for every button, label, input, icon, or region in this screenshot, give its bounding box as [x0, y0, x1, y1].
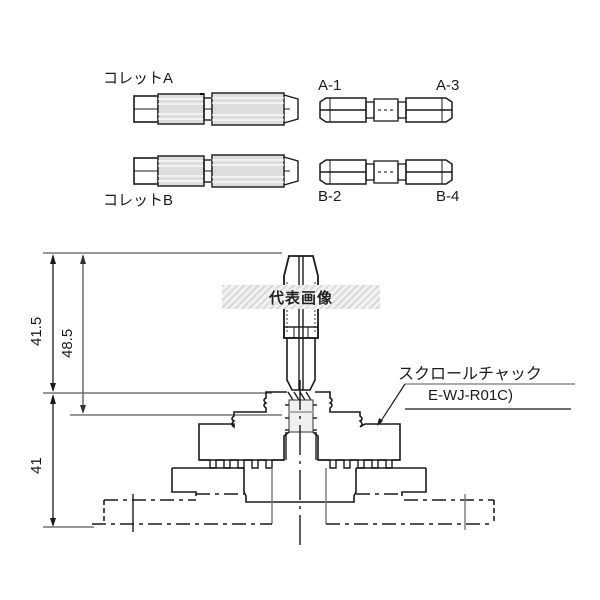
collet-a-label: コレットA: [103, 70, 174, 87]
scroll-chuck-drawing: [92, 391, 495, 532]
dimension-48-5: 48.5: [59, 328, 76, 358]
dimension-41-5: 41.5: [28, 316, 45, 346]
pin-b4-label: B-4: [436, 188, 460, 205]
collet-stem-drawing: [283, 255, 319, 433]
pin-a3-label: A-3: [436, 77, 460, 94]
collet-b-drawing: [133, 154, 299, 188]
watermark-text: 代表画像: [268, 288, 333, 307]
pin-a-drawing: [319, 97, 453, 123]
pin-a1-label: A-1: [318, 77, 342, 94]
collet-b-label: コレットB: [103, 192, 174, 209]
callout-name: スクロールチャック: [398, 366, 542, 383]
callout-leader: [377, 383, 575, 426]
callout-model: E-WJ-R01C): [428, 387, 513, 404]
pin-b-drawing: [319, 159, 453, 185]
representative-image-watermark: 代表画像: [222, 285, 380, 309]
dimension-41: 41: [28, 457, 45, 474]
dimension-lines: [43, 252, 282, 528]
pin-b2-label: B-2: [318, 188, 342, 205]
collet-a-drawing: [133, 92, 299, 126]
